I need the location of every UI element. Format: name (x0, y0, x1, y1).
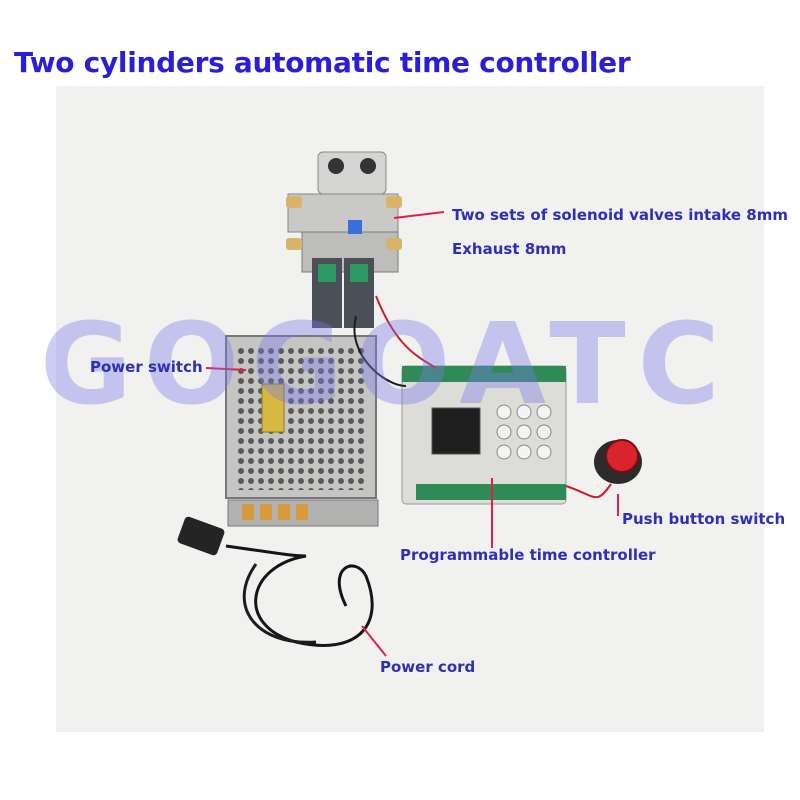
label-power-cord: Power cord (380, 658, 476, 676)
power-cord (177, 516, 374, 647)
label-power-switch: Power switch (90, 358, 203, 376)
label-valves-line1: Two sets of solenoid valves intake 8mm (452, 206, 788, 224)
push-button (594, 439, 642, 484)
label-valves-line2: Exhaust 8mm (452, 240, 567, 258)
solenoid-valves (286, 151, 402, 328)
power-supply (225, 335, 379, 527)
label-controller: Programmable time controller (400, 546, 656, 564)
time-controller (401, 365, 567, 505)
product-photo (56, 86, 764, 732)
page-title: Two cylinders automatic time controller (14, 46, 631, 79)
label-push-button: Push button switch (622, 510, 786, 528)
